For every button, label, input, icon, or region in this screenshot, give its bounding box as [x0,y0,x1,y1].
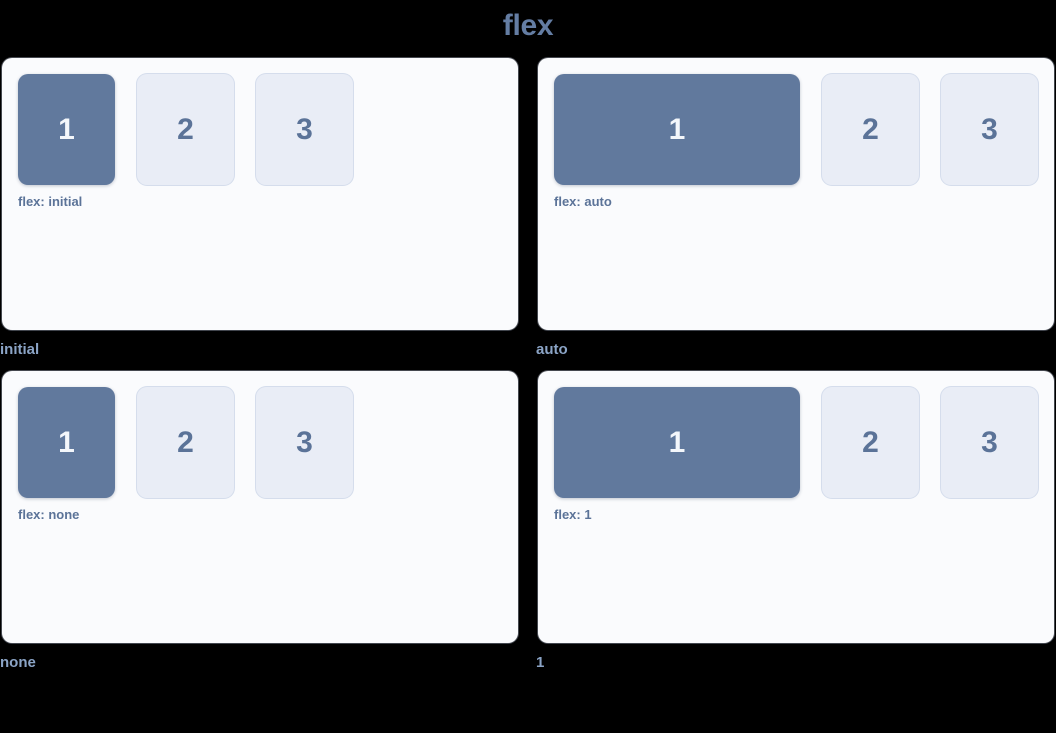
flex-item-2[interactable]: 2 [137,387,234,498]
flex-item-2[interactable]: 2 [137,74,234,185]
demo-panel-none: 1 2 3 flex: none [2,371,518,643]
demo-panel-one: 1 2 3 flex: 1 [538,371,1054,643]
demo-caption-none: none [0,654,36,671]
panel-label-initial: flex: initial [18,194,83,209]
flex-item-1[interactable]: 1 [554,387,800,498]
demo-caption-initial: initial [0,341,40,358]
flex-item-3[interactable]: 3 [256,387,353,498]
flex-demo-grid: 1 2 3 flex: initial initial 1 2 3 flex: … [0,58,1056,684]
flex-item-1[interactable]: 1 [554,74,800,185]
flex-item-3[interactable]: 3 [941,74,1038,185]
panel-label-auto: flex: auto [554,194,612,209]
demo-cell-initial: 1 2 3 flex: initial initial [0,58,518,371]
flex-container-initial: 1 2 3 [18,74,502,185]
demo-panel-auto: 1 2 3 flex: auto [538,58,1054,330]
flex-item-3[interactable]: 3 [256,74,353,185]
flex-container-one: 1 2 3 [554,387,1038,498]
demo-cell-one: 1 2 3 flex: 1 1 [536,371,1054,684]
demo-caption-one: 1 [536,654,545,671]
demo-panel-initial: 1 2 3 flex: initial [2,58,518,330]
flex-item-2[interactable]: 2 [822,387,919,498]
panel-label-one: flex: 1 [554,507,592,522]
flex-item-1[interactable]: 1 [18,74,115,185]
demo-cell-auto: 1 2 3 flex: auto auto [536,58,1054,371]
demo-caption-auto: auto [536,341,568,358]
flex-item-3[interactable]: 3 [941,387,1038,498]
flex-container-none: 1 2 3 [18,387,502,498]
flex-item-2[interactable]: 2 [822,74,919,185]
demo-cell-none: 1 2 3 flex: none none [0,371,518,684]
flex-item-1[interactable]: 1 [18,387,115,498]
flex-container-auto: 1 2 3 [554,74,1038,185]
panel-label-none: flex: none [18,507,80,522]
page-title: flex [502,9,554,42]
